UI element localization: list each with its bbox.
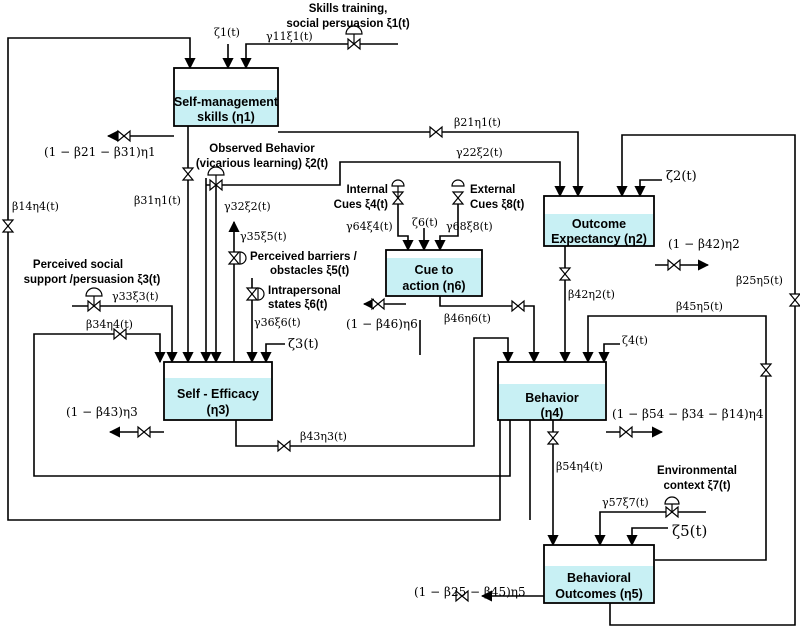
zeta6-label: ζ6(t): [412, 216, 438, 229]
valve-icon: [759, 363, 773, 377]
xi2-label-line2: (vicarious learning) ξ2(t): [196, 158, 328, 170]
node-eta4: Behavior (η4): [497, 361, 607, 421]
valve-xi1: [345, 25, 363, 51]
valve-xi3: [85, 287, 103, 313]
eta4-label-line2: (η4): [541, 406, 564, 420]
valve-icon: [788, 293, 800, 307]
xi4-label-line2: Cues ξ4(t): [334, 199, 388, 211]
valve-xi6: [245, 287, 265, 301]
zeta2-label: ζ2(t): [666, 169, 697, 184]
flow-beta34: β34η4(t): [86, 318, 133, 331]
connector-lines: [7, 37, 796, 626]
valve-icon: [546, 431, 560, 445]
valve-xi2: [207, 166, 225, 192]
valve-icon: [667, 258, 681, 272]
valve-icon: [619, 425, 633, 439]
xi8-label-line2: Cues ξ8(t): [470, 199, 524, 211]
xi2-label-line1: Observed Behavior: [209, 143, 315, 155]
valve-xi7: [664, 496, 680, 519]
outflow-eta2: (1 − β42)η2: [668, 237, 740, 251]
flow-gamma11: γ11ξ1(t): [266, 30, 313, 43]
xi3-label-line2: support /persuasion ξ3(t): [24, 274, 161, 286]
outflow-eta4: (1 − β54 − β34 − β14)η4: [612, 407, 764, 421]
flow-gamma33: γ33ξ3(t): [112, 290, 159, 303]
valve-icon: [277, 439, 291, 453]
outflow-labels: (1 − β21 − β31)η1 (1 − β42)η2 (1 − β43)η…: [44, 145, 764, 599]
valve-icon: [137, 425, 151, 439]
zeta5-label: ζ5(t): [672, 522, 707, 540]
flow-gamma22: γ22ξ2(t): [456, 146, 503, 159]
valve-xi8: [451, 179, 465, 205]
valve-icon: [371, 297, 385, 311]
xi3-label-line1: Perceived social: [33, 259, 123, 271]
eta4-label-line1: Behavior: [525, 391, 579, 405]
eta5-label-line1: Behavioral: [567, 571, 631, 585]
flow-gamma35: γ35ξ5(t): [240, 230, 287, 243]
flow-beta14: β14η4(t): [12, 200, 59, 213]
eta2-label-line2: Expectancy (η2): [551, 232, 647, 246]
eta5-label-line2: Outcomes (η5): [555, 587, 643, 601]
valve-xi4: [391, 179, 405, 205]
xi4-label-line1: Internal: [346, 184, 388, 196]
node-eta1: Self-management skills (η1): [173, 67, 279, 127]
flow-beta42: β42η2(t): [568, 288, 615, 301]
flow-beta21: β21η1(t): [454, 116, 501, 129]
valve-icon: [429, 125, 443, 139]
xi6-label-line2: states ξ6(t): [268, 299, 328, 311]
xi7-label-line1: Environmental: [657, 465, 737, 477]
flow-beta54: β54η4(t): [556, 460, 603, 473]
xi5-label-line1: Perceived barriers /: [250, 251, 358, 263]
valve-icon: [113, 327, 127, 341]
flow-beta25: β25η5(t): [736, 274, 783, 287]
zeta3-label: ζ3(t): [288, 337, 319, 352]
valve-icon: [558, 267, 572, 281]
flow-beta31: β31η1(t): [134, 194, 181, 207]
xi6-label-line1: Intrapersonal: [268, 285, 341, 297]
input-labels: Skills training, social persuasion ξ1(t)…: [24, 3, 737, 492]
disturbance-labels: ζ1(t) ζ2(t) ζ3(t) ζ4(t) ζ5(t) ζ6(t): [214, 26, 707, 540]
valve-xi5: [227, 251, 247, 265]
flow-beta43: β43η3(t): [300, 430, 347, 443]
xi5-label-line2: obstacles ξ5(t): [270, 265, 349, 277]
eta3-label-line1: Self - Efficacy: [177, 387, 259, 401]
valves: [1, 25, 800, 603]
valve-icon: [1, 219, 15, 233]
flow-gamma64: γ64ξ4(t): [346, 220, 393, 233]
node-eta6: Cue to action (η6): [385, 249, 483, 297]
zeta1-label: ζ1(t): [214, 26, 240, 39]
eta6-label-line1: Cue to: [415, 263, 454, 277]
zeta4-label: ζ4(t): [622, 334, 648, 347]
valve-icon: [511, 299, 525, 313]
flow-gamma68: γ68ξ8(t): [446, 220, 493, 233]
flow-labels: γ11ξ1(t) β21η1(t) γ22ξ2(t) β31η1(t) γ32ξ…: [12, 30, 783, 509]
flow-gamma32: γ32ξ2(t): [224, 200, 271, 213]
valve-icon: [455, 589, 469, 603]
xi8-label-line1: External: [470, 184, 515, 196]
node-eta5: Behavioral Outcomes (η5): [543, 544, 655, 604]
eta2-label-line1: Outcome: [572, 217, 626, 231]
flow-gamma36: γ36ξ6(t): [254, 316, 301, 329]
valve-icon: [117, 129, 131, 143]
outflow-eta3: (1 − β43)η3: [66, 405, 138, 419]
node-eta3: Self - Efficacy (η3): [163, 361, 273, 421]
flow-gamma57: γ57ξ7(t): [602, 496, 649, 509]
eta6-label-line2: action (η6): [402, 279, 465, 293]
eta1-label-line1: Self-management: [174, 95, 279, 109]
outflow-eta6: (1 − β46)η6: [346, 317, 418, 331]
flow-beta46: β46η6(t): [444, 312, 491, 325]
valve-icon: [181, 167, 195, 181]
xi1-label-line1: Skills training,: [309, 3, 388, 15]
outflow-eta5: (1 − β25 − β45)η5: [414, 585, 526, 599]
flow-beta45: β45η5(t): [676, 300, 723, 313]
eta3-label-line2: (η3): [207, 403, 230, 417]
node-eta2: Outcome Expectancy (η2): [543, 195, 655, 247]
outflow-eta1: (1 − β21 − β31)η1: [44, 145, 156, 159]
xi7-label-line2: context ξ7(t): [663, 480, 730, 492]
xi1-label-line2: social persuasion ξ1(t): [286, 18, 410, 30]
eta1-label-line2: skills (η1): [197, 110, 255, 124]
